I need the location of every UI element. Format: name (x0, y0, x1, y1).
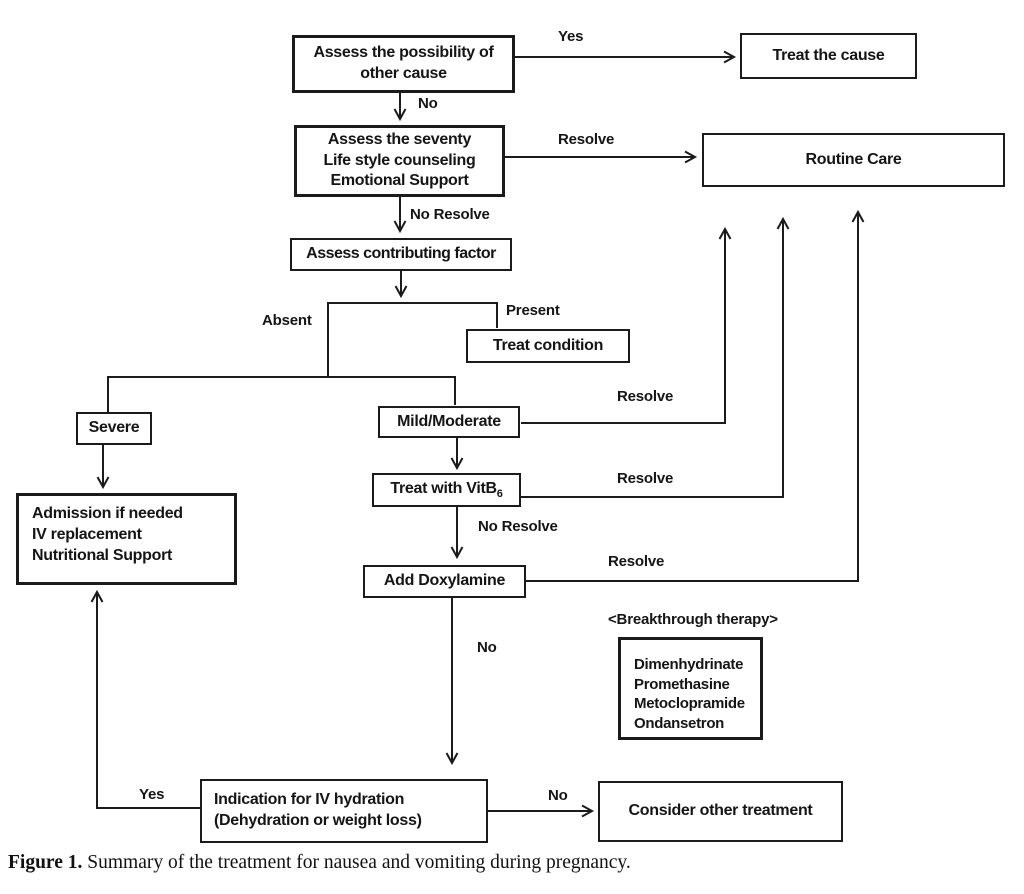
node-text: (Dehydration or weight loss) (214, 812, 422, 829)
edge-label-resolve-doxylamine: Resolve (608, 553, 665, 570)
edge-label-no-doxylamine: No (477, 639, 497, 656)
edge-label-no-resolve-vitb6: No Resolve (478, 518, 558, 535)
node-text: Assess the seventy (327, 130, 472, 148)
node-text: Life style counseling (323, 151, 476, 169)
node-assess-possibility: Assess the possibility of other cause (292, 35, 515, 93)
edge-label-no-top: No (418, 95, 438, 112)
node-text: Indication for IV hydration (214, 791, 405, 809)
edge-label-resolve-severity: Resolve (558, 131, 615, 148)
figure-caption-label: Figure 1. (8, 852, 83, 873)
node-add-doxylamine: Add Doxylamine (363, 565, 526, 598)
node-treat-condition: Treat condition (466, 329, 630, 363)
node-text: Admission if needed (32, 505, 183, 522)
edge-label-no-resolve-severity: No Resolve (410, 206, 490, 223)
breakthrough-therapy-title: <Breakthrough therapy> (608, 611, 778, 628)
node-text: IV replacement (32, 525, 142, 543)
node-text: Assess the possibility of (313, 44, 494, 62)
node-admission: Admission if needed IV replacement Nutri… (16, 493, 237, 585)
vitb6-subscript: 6 (496, 487, 503, 500)
node-text: Consider other treatment (628, 802, 813, 820)
edge-label-yes-top: Yes (558, 28, 584, 45)
node-treat-with-vitb6: Treat with VitB6 (372, 473, 521, 507)
node-text: other cause (360, 65, 447, 82)
node-text: Nutritional Support (32, 546, 173, 564)
node-text: Treat condition (492, 336, 604, 354)
node-assess-contributing-factor: Assess contributing factor (290, 238, 512, 271)
node-text: Promethasine (634, 675, 730, 693)
node-text: Dimenhydrinate (634, 656, 744, 673)
node-indication-iv-hydration: Indication for IV hydration (Dehydration… (200, 779, 488, 843)
node-consider-other-treatment: Consider other treatment (598, 781, 843, 842)
figure-caption-text: Summary of the treatment for nausea and … (82, 852, 631, 873)
node-text: Emotional Support (330, 172, 469, 190)
node-text: Treat the cause (772, 46, 885, 64)
edge-label-resolve-mild: Resolve (617, 388, 674, 405)
node-text: Severe (88, 419, 140, 437)
node-treat-the-cause: Treat the cause (740, 33, 917, 79)
node-assess-severity: Assess the seventy Life style counseling… (294, 125, 505, 197)
node-text: Treat with VitB (390, 479, 497, 497)
node-severe: Severe (76, 412, 152, 445)
edge-label-absent: Absent (262, 312, 312, 329)
figure-caption: Figure 1. Summary of the treatment for n… (8, 852, 631, 874)
node-routine-care: Routine Care (702, 133, 1005, 187)
edge-label-resolve-vitb6: Resolve (617, 470, 674, 487)
node-text: Treat with VitB6 (390, 479, 502, 501)
node-text: Assess contributing factor (306, 245, 496, 263)
edge-label-yes-bottom: Yes (139, 786, 165, 803)
node-text: Routine Care (805, 150, 902, 168)
node-text: Add Doxylamine (383, 572, 506, 590)
node-text: Metoclopramide (634, 695, 745, 712)
edge-label-present: Present (506, 302, 560, 319)
node-breakthrough-therapy: Dimenhydrinate Promethasine Metocloprami… (618, 637, 763, 740)
node-text: Ondansetron (634, 714, 725, 732)
node-text: Mild/Moderate (397, 412, 501, 430)
node-mild-moderate: Mild/Moderate (378, 406, 520, 438)
edge-label-no-bottom: No (548, 787, 568, 804)
